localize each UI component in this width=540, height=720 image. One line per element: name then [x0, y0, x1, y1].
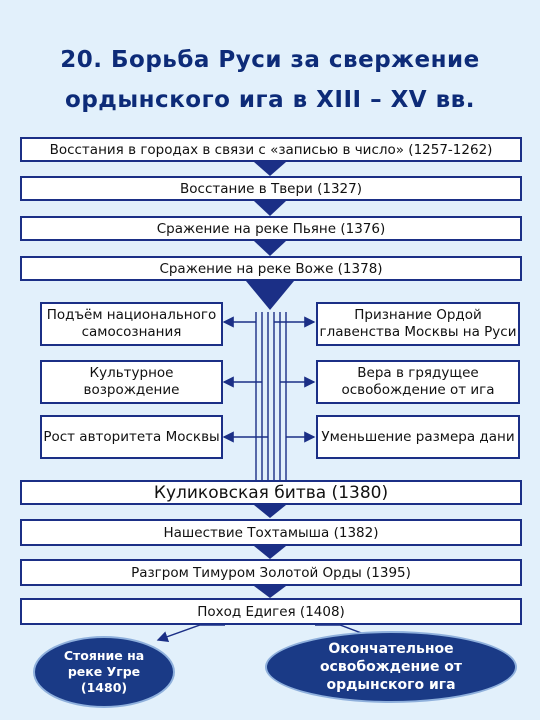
result-box-faith-liberation: Вера в грядущее освобождение от ига: [316, 360, 520, 404]
down-arrow-2: [254, 201, 286, 216]
event-label: Сражение на реке Воже (1378): [159, 260, 383, 277]
down-arrow-6: [254, 546, 286, 559]
event-label: Разгром Тимуром Золотой Орды (1395): [131, 564, 411, 581]
event-label: Поход Едигея (1408): [197, 603, 345, 620]
event-box-tver: Восстание в Твери (1327): [20, 176, 522, 201]
page-title: 20. Борьба Руси за свержение ордынского …: [0, 40, 540, 120]
oval-ugra-standing: Стояние на реке Угре (1480): [33, 636, 175, 708]
event-box-kulikovo: Куликовская битва (1380): [20, 480, 522, 505]
result-box-horde-recognition: Признание Ордой главенства Москвы на Рус…: [316, 302, 520, 346]
connector-final-left: [156, 624, 225, 642]
result-box-cultural-revival: Культурное возрождение: [40, 360, 223, 404]
result-label: Признание Ордой главенства Москвы на Рус…: [319, 307, 517, 340]
event-box-timur: Разгром Тимуром Золотой Орды (1395): [20, 559, 522, 586]
down-arrow-5: [254, 505, 286, 518]
event-label: Куликовская битва (1380): [153, 482, 389, 503]
result-label: Рост авторитета Москвы: [43, 428, 220, 445]
event-box-uprisings: Восстания в городах в связи с «записью в…: [20, 137, 522, 162]
result-label: Уменьшение размера дани: [321, 428, 515, 445]
event-label: Нашествие Тохтамыша (1382): [163, 524, 379, 541]
result-label: Культурное возрождение: [83, 365, 180, 398]
title-line-1: 20. Борьба Руси за свержение: [60, 47, 480, 73]
title-line-2: ордынского ига в XIII – XV вв.: [65, 87, 475, 113]
oval-label: Стояние на реке Угре (1480): [63, 648, 145, 695]
result-box-moscow-authority: Рост авторитета Москвы: [40, 415, 223, 459]
event-box-vozha: Сражение на реке Воже (1378): [20, 256, 522, 281]
down-arrow-4: [246, 281, 294, 310]
down-arrow-7: [254, 586, 286, 598]
event-label: Сражение на реке Пьяне (1376): [156, 220, 386, 237]
down-arrow-3: [254, 241, 286, 256]
result-label: Вера в грядущее освобождение от ига: [341, 365, 495, 398]
result-box-tribute-reduction: Уменьшение размера дани: [316, 415, 520, 459]
event-box-pyana: Сражение на реке Пьяне (1376): [20, 216, 522, 241]
result-box-national-consciousness: Подъём национального самосознания: [40, 302, 223, 346]
event-label: Восстание в Твери (1327): [180, 180, 362, 197]
result-label: Подъём национального самосознания: [46, 307, 217, 340]
event-label: Восстания в городах в связи с «записью в…: [49, 141, 493, 158]
oval-final-liberation: Окончательное освобождение от ордынского…: [265, 631, 517, 703]
event-box-edigei: Поход Едигея (1408): [20, 598, 522, 625]
down-arrow-1: [254, 162, 286, 176]
event-box-tokhtamysh: Нашествие Тохтамыша (1382): [20, 519, 522, 546]
oval-label: Окончательное освобождение от ордынского…: [319, 641, 463, 693]
